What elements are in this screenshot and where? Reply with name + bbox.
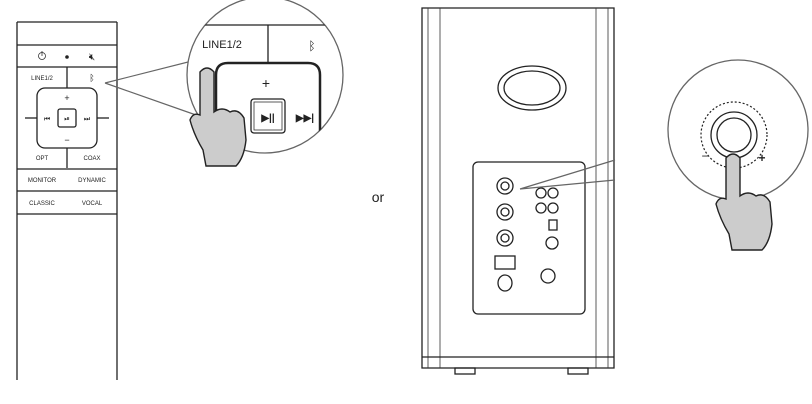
vocal-button[interactable]: VOCAL [82, 201, 103, 207]
classic-button[interactable]: CLASSIC [29, 201, 55, 207]
connector-panel [472, 161, 586, 315]
play-pause-icon: ⏯ [64, 116, 70, 123]
zoom-bluetooth-icon: ᛒ [308, 39, 315, 53]
indicator-dot [65, 55, 69, 59]
hand-icon [715, 153, 773, 251]
knob-plus: + [758, 151, 765, 165]
volume-down-button[interactable]: − [64, 135, 69, 145]
bluetooth-icon[interactable]: ᛒ [89, 73, 94, 83]
speaker-rear [421, 7, 616, 375]
prev-button[interactable]: ⏮ [44, 116, 50, 123]
zoom-line-button: LINE1/2 [202, 39, 242, 51]
coax-button[interactable]: COAX [83, 156, 100, 162]
zoom-next: ▶▶| [295, 113, 314, 124]
remote-control: 🔇︎ LINE1/2 ᛒ + − ⏮ ⏭ ⏯ OPT COAX MONITOR … [16, 21, 118, 380]
zoom-play-pause: ▶|| [260, 113, 274, 124]
dynamic-button[interactable]: DYNAMIC [78, 178, 106, 184]
power-icon[interactable] [38, 51, 46, 60]
port-oval [497, 65, 567, 111]
line-button[interactable]: LINE1/2 [31, 76, 53, 82]
volume-up-button[interactable]: + [64, 93, 69, 103]
mute-icon[interactable]: 🔇︎ [89, 52, 95, 63]
zoom-plus: + [262, 75, 270, 91]
knob-minus: − [701, 149, 708, 163]
knob-magnifier: − + [667, 59, 809, 251]
opt-button[interactable]: OPT [36, 156, 49, 162]
remote-magnifier: LINE1/2 ᛒ + ▶|| ▶▶| [104, 0, 344, 167]
monitor-button[interactable]: MONITOR [28, 178, 57, 184]
or-label: or [372, 189, 385, 205]
hand-icon [189, 67, 247, 167]
play-pause-button[interactable] [57, 108, 77, 128]
next-button[interactable]: ⏭ [84, 116, 91, 123]
